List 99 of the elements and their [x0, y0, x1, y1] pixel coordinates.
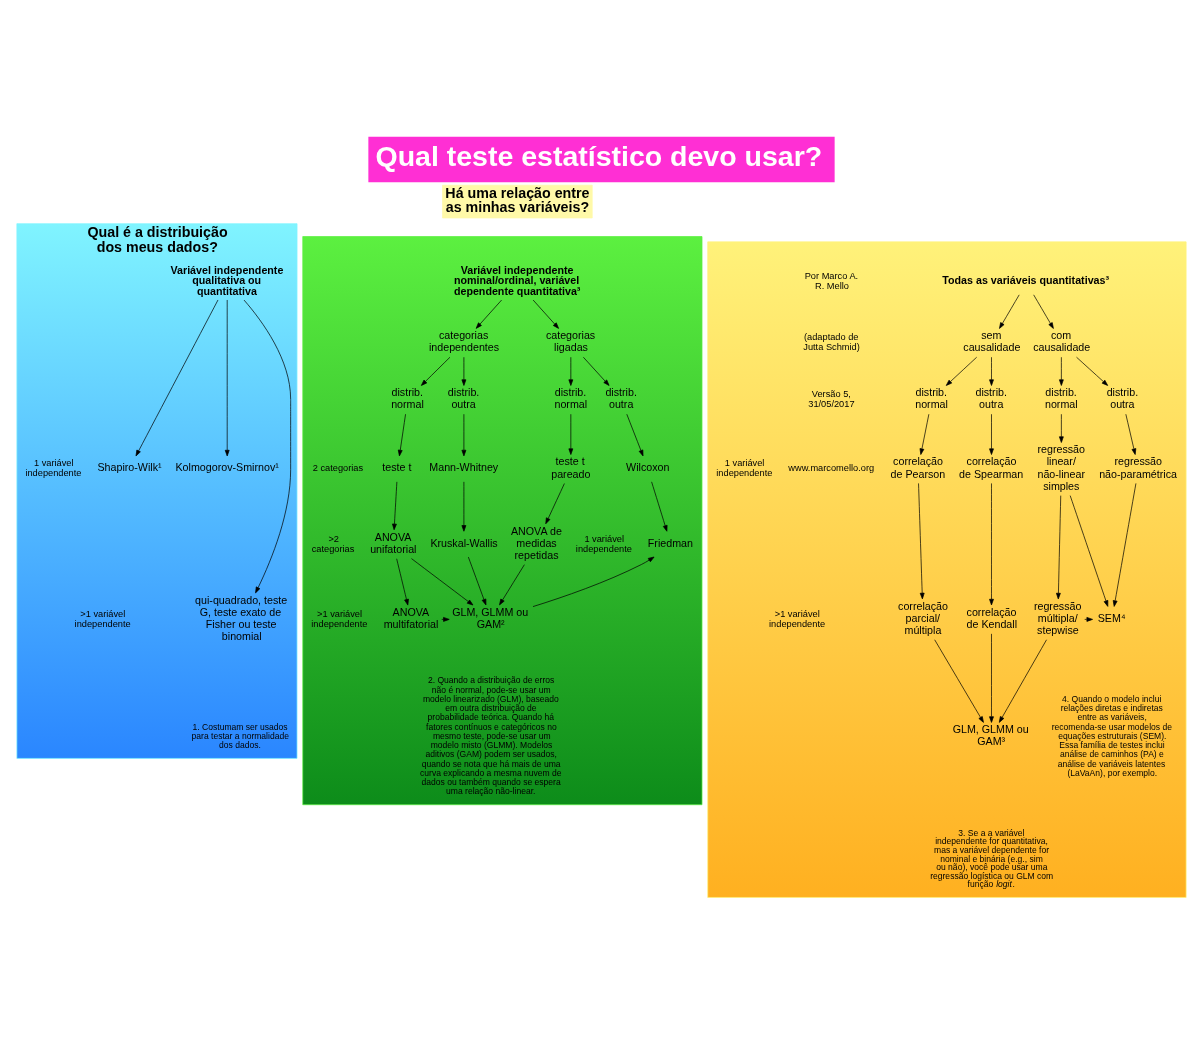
node-text: SEM⁴	[1097, 611, 1126, 624]
arrow	[475, 299, 502, 329]
node-text: ANOVA de medidas repetidas	[510, 524, 562, 561]
node-text: distrib. outra	[605, 386, 637, 411]
node-text: regressão múltipla/ stepwise	[1033, 599, 1082, 636]
arrow	[945, 356, 978, 386]
arrow	[468, 556, 487, 606]
node-text: sem causalidade	[963, 329, 1021, 354]
node-text: regressão não-paramétrica	[1099, 455, 1177, 480]
arrow	[411, 558, 474, 606]
label: >2 categorias	[311, 533, 355, 554]
arrow	[224, 299, 230, 457]
label: Versão 5, 31/05/2017	[808, 389, 855, 410]
arrow	[1059, 356, 1064, 386]
arrow	[989, 483, 994, 606]
arrow	[999, 294, 1020, 329]
arrow	[651, 481, 668, 532]
label: 2. Quando a distribuição de erros não é normal, pode-se usar um modelo linearizado (GLM), baseado em outra distribuição de probabilidade teórica. Quando há fatores contínuos e categóricos no mesmo teste, pode-se usar um modelo misto (GLMM). Modelos aditivos (GAM) podem ser usados, quando se nota que há mais de uma curva explicando a mesma nuvem de dados ou também quando se espera uma relação não-linear.	[420, 675, 562, 797]
arrow	[1033, 294, 1054, 329]
node-text: com causalidade	[1033, 329, 1091, 354]
arrow	[461, 481, 467, 532]
label: 1 variável independente	[716, 458, 773, 479]
label: 4. Quando o modelo inclui relações diretas e indiretas entre as variáveis, recomenda-se usar modelos de equações estruturais (SEM). Essa família de testes inclui análise de caminhos (PA) e análise de variáveis latentes (LaVaAn), por exemplo.	[1051, 693, 1172, 778]
node-text: correlação de Pearson	[890, 455, 946, 480]
arrow	[441, 617, 450, 622]
node-text: distrib. normal	[554, 386, 588, 411]
arrow	[1125, 413, 1137, 455]
label: 3. Se a a variável independente for quantitativa, mas a variável dependente for nominal e binária (e.g., sim ou não), você pode usar uma regressão logística ou GLM com função logit.	[930, 827, 1054, 890]
node-text: Wilcoxon	[626, 461, 670, 474]
arrow	[499, 564, 525, 606]
arrow	[568, 356, 574, 386]
node-text: distrib. outra	[447, 386, 480, 411]
node-text: ANOVA unifatorial	[370, 530, 417, 555]
node-text: distrib. normal	[391, 386, 424, 411]
arrow	[135, 299, 219, 457]
arrow	[934, 639, 984, 723]
node-text: Variável independente qualitativa ou quantitativa	[170, 263, 284, 297]
arrow	[420, 356, 451, 386]
cluster	[707, 241, 1187, 898]
node-text: correlação de Spearman	[959, 455, 1024, 480]
diagram-title: Qual teste estatístico devo usar?	[375, 139, 823, 172]
arrow	[1056, 495, 1062, 600]
node-text: GLM, GLMM ou GAM²	[452, 605, 529, 630]
node-text: categorias independentes	[428, 329, 500, 354]
node-text: Variável independente nominal/ordinal, variável dependente quantitativa³	[453, 263, 581, 297]
arrow	[583, 356, 610, 386]
arrow	[1076, 356, 1109, 386]
arrow	[1059, 413, 1064, 443]
arrow	[532, 299, 559, 329]
arrow	[998, 639, 1047, 723]
arrow	[989, 356, 994, 386]
node-text: correlação de Kendall	[966, 605, 1018, 630]
label: 1 variável independente	[575, 533, 632, 554]
node-text: correlação parcial/ múltipla	[898, 599, 948, 636]
node-text: Mann-Whitney	[429, 461, 499, 474]
arrow	[397, 413, 406, 457]
arrow	[918, 483, 925, 600]
arrow	[1084, 617, 1093, 622]
node-text: distrib. normal	[1044, 386, 1078, 411]
node-text: teste t	[382, 461, 412, 474]
node-text: Shapiro-Wilk¹	[97, 461, 162, 474]
node-text: Todas as variáveis quantitativas³	[942, 273, 1110, 286]
arrow	[1112, 483, 1137, 607]
arrow	[243, 299, 291, 594]
arrow	[532, 556, 655, 607]
node-text: regressão linear/ não-linear simples	[1037, 443, 1086, 492]
arrow	[568, 413, 574, 455]
label: www.marcomello.org	[788, 463, 875, 474]
node-text: qui-quadrado, teste G, teste exato de Fisher ou teste binomial	[195, 593, 288, 643]
label: >1 variável independente	[74, 608, 131, 629]
arrow	[989, 633, 994, 723]
arrow	[1069, 495, 1109, 607]
node-text: Kruskal-Wallis	[430, 536, 498, 549]
label: 1. Costumam ser usados para testar a normalidade dos dados.	[191, 721, 289, 751]
label: 2 categorias	[312, 463, 364, 474]
node-text: categorias ligadas	[545, 329, 596, 354]
node-text: distrib. outra	[975, 386, 1007, 411]
node-text: ANOVA multifatorial	[383, 605, 439, 630]
node-box: Há uma relação entre as minhas variáveis?	[442, 184, 593, 219]
cluster	[302, 236, 703, 806]
arrow	[919, 413, 930, 455]
label: (adaptado de Jutta Schmid)	[803, 332, 860, 353]
label: >1 variável independente	[311, 608, 368, 629]
node-text: Kolmogorov-Smirnov¹	[175, 461, 279, 474]
arrow	[989, 413, 994, 455]
arrow	[461, 356, 467, 386]
node-text: GLM, GLMM ou GAM³	[952, 723, 1029, 748]
arrow	[396, 558, 409, 606]
label: 1 variável independente	[25, 458, 82, 479]
label: Por Marco A. R. Mello	[804, 271, 859, 292]
node-text: distrib. normal	[915, 386, 948, 411]
arrow	[626, 413, 644, 457]
label: >1 variável independente	[769, 608, 826, 629]
arrow	[545, 483, 565, 525]
arrow	[461, 413, 467, 457]
arrow	[392, 481, 398, 531]
node-text: teste t pareado	[551, 455, 591, 480]
node-text: Friedman	[647, 536, 693, 549]
node-text: distrib. outra	[1106, 386, 1139, 411]
